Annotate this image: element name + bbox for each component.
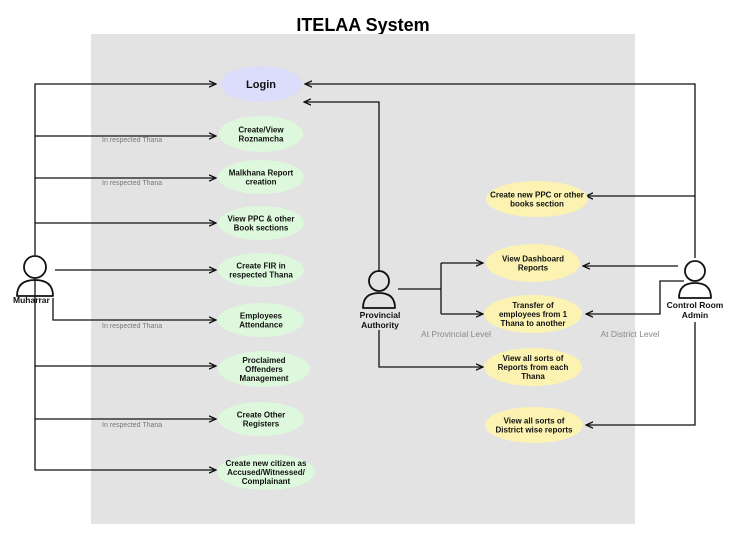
usecase-ellipse	[218, 206, 304, 240]
diagram-title: ITELAA System	[296, 15, 429, 35]
usecase-ellipse	[218, 253, 304, 287]
usecase-label-line: Create new PPC or other	[490, 191, 584, 200]
usecase-ellipse	[218, 402, 304, 436]
muharrar-trunk	[34, 278, 216, 471]
usecase-ellipse	[484, 348, 582, 386]
usecase-label-line: Management	[240, 374, 289, 383]
muharrar-login-edge	[34, 84, 216, 255]
admin-login-edge	[305, 84, 696, 258]
actor-provincial-label-line1: Provincial	[360, 310, 401, 320]
usecase-label-line: respected Thana	[229, 270, 293, 279]
actor-admin-label-line1: Control Room	[667, 300, 724, 310]
usecase-label-line: creation	[245, 177, 276, 186]
admin-transfer-edge	[586, 280, 684, 314]
usecase-label-line: Registers	[243, 419, 280, 428]
usecase-label-line: Transfer of	[512, 301, 554, 310]
usecase-label-line: Employees	[240, 312, 283, 321]
usecase-ellipse	[485, 407, 583, 443]
usecase-label-line: Accused/Witnessed/	[227, 468, 306, 477]
usecase-label-line: Create Other	[237, 411, 285, 420]
person-icon	[678, 260, 712, 299]
usecase-label-line: Attendance	[239, 320, 283, 329]
usecase-label-line: employees from 1	[499, 310, 568, 319]
usecase-ellipse	[217, 454, 315, 490]
actor-muharrar[interactable]: Muharrar	[13, 255, 54, 305]
muharrar-attendance-edge	[52, 298, 216, 320]
usecase-label-line: Reports from each	[498, 363, 569, 372]
usecase-label-line: Create FIR in	[236, 262, 285, 271]
provincial-level-label: At Provincial Level	[421, 329, 491, 339]
login-label: Login	[246, 79, 276, 91]
person-icon	[362, 270, 396, 309]
actor-provincial-label-line2: Authority	[361, 320, 399, 330]
provincial-reports-edge	[378, 330, 483, 367]
usecase-label-line: View all sorts of	[504, 417, 565, 426]
usecase-ellipse	[219, 116, 303, 152]
usecase-ellipse	[218, 160, 304, 194]
usecase-label-line: Thana to another	[501, 319, 566, 328]
thana-note: In respected Thana	[102, 422, 162, 429]
district-level-label: At District Level	[600, 329, 659, 339]
actor-control-room-admin[interactable]: Control Room Admin	[667, 260, 724, 320]
connector-lines	[34, 84, 696, 471]
actor-admin-label-line2: Admin	[682, 310, 708, 320]
actor-muharrar-label: Muharrar	[13, 295, 51, 305]
admin-district-edge	[586, 322, 696, 425]
usecase-label-line: Roznamcha	[239, 134, 284, 143]
usecase-ellipse	[484, 295, 582, 333]
usecase-label-line: Offenders	[245, 365, 283, 374]
usecase-label-line: Complainant	[242, 477, 291, 486]
thana-note: In respected Thana	[102, 180, 162, 187]
usecase-label-line: View all sorts of	[503, 354, 564, 363]
usecase-ellipse	[218, 351, 310, 387]
usecase-ellipse	[218, 303, 304, 337]
provincial-login-edge	[304, 102, 380, 272]
usecase-label-line: View PPC & other	[228, 215, 295, 224]
usecase-label-line: Reports	[518, 263, 549, 272]
usecase-ellipse	[486, 181, 588, 217]
usecase-label-line: District wise reports	[496, 425, 573, 434]
usecase-label-line: Create/View	[238, 126, 284, 135]
thana-notes: In respected Thana In respected Thana In r…	[102, 137, 162, 429]
usecase-label-line: Thana	[521, 372, 545, 381]
actor-provincial-authority[interactable]: Provincial Authority	[360, 270, 401, 330]
person-icon	[16, 255, 54, 297]
usecase-label-line: Malkhana Report	[229, 169, 294, 178]
thana-note: In respected Thana	[102, 137, 162, 144]
usecase-label-line: books section	[510, 199, 564, 208]
thana-note: In respected Thana	[102, 323, 162, 330]
usecase-label-line: Book sections	[234, 223, 289, 232]
muharrar-usecase-create-new-citizen-as[interactable]: Create new citizen asAccused/Witnessed/C…	[217, 454, 315, 490]
usecase-label-line: Create new citizen as	[226, 459, 307, 468]
login-usecase[interactable]: Login	[220, 66, 302, 102]
usecase-label-line: View Dashboard	[502, 255, 564, 264]
usecase-label-line: Proclaimed	[242, 356, 285, 365]
usecase-ellipse	[486, 244, 580, 282]
